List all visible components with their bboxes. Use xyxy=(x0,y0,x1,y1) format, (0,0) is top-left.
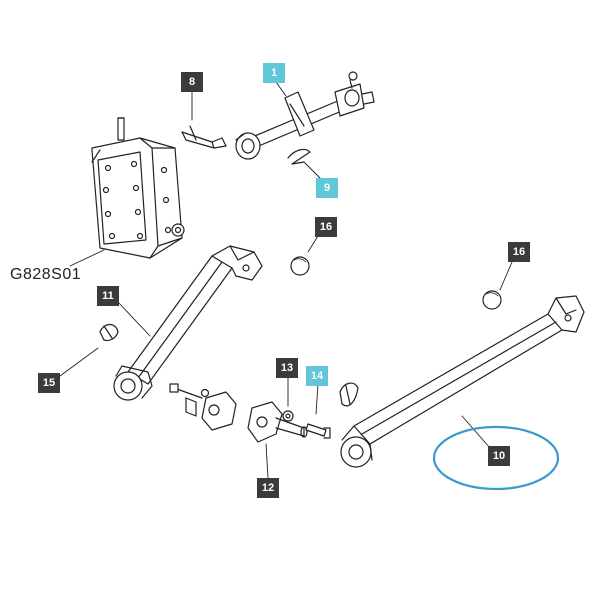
callout-10[interactable]: 10 xyxy=(488,446,510,466)
callout-12[interactable]: 12 xyxy=(257,478,279,498)
callout-14[interactable]: 14 xyxy=(306,366,328,386)
retaining-clips xyxy=(99,323,359,407)
callout-9[interactable]: 9 xyxy=(316,178,338,198)
callout-11[interactable]: 11 xyxy=(97,286,119,306)
nut-and-bolt-parts xyxy=(282,410,331,439)
top-link-assembly xyxy=(235,71,375,160)
callout-13[interactable]: 13 xyxy=(276,358,298,378)
highlight-ellipse xyxy=(432,425,560,491)
rear-bracket-housing xyxy=(91,117,185,259)
callout-16-left[interactable]: 16 xyxy=(315,217,337,237)
right-lower-link xyxy=(340,295,585,468)
ball-parts xyxy=(290,256,502,310)
callout-15[interactable]: 15 xyxy=(38,373,60,393)
pin-part xyxy=(181,125,227,149)
callout-1[interactable]: 1 xyxy=(263,63,285,83)
leader-lines xyxy=(59,81,513,479)
drawing-code-label: G828S01 xyxy=(10,266,82,283)
mounting-plate-part xyxy=(247,401,308,443)
callout-16-right[interactable]: 16 xyxy=(508,242,530,262)
callout-8[interactable]: 8 xyxy=(181,72,203,92)
clip-part xyxy=(287,148,311,165)
stabiliser-bracket-left xyxy=(169,383,237,431)
left-lower-link xyxy=(113,245,263,401)
